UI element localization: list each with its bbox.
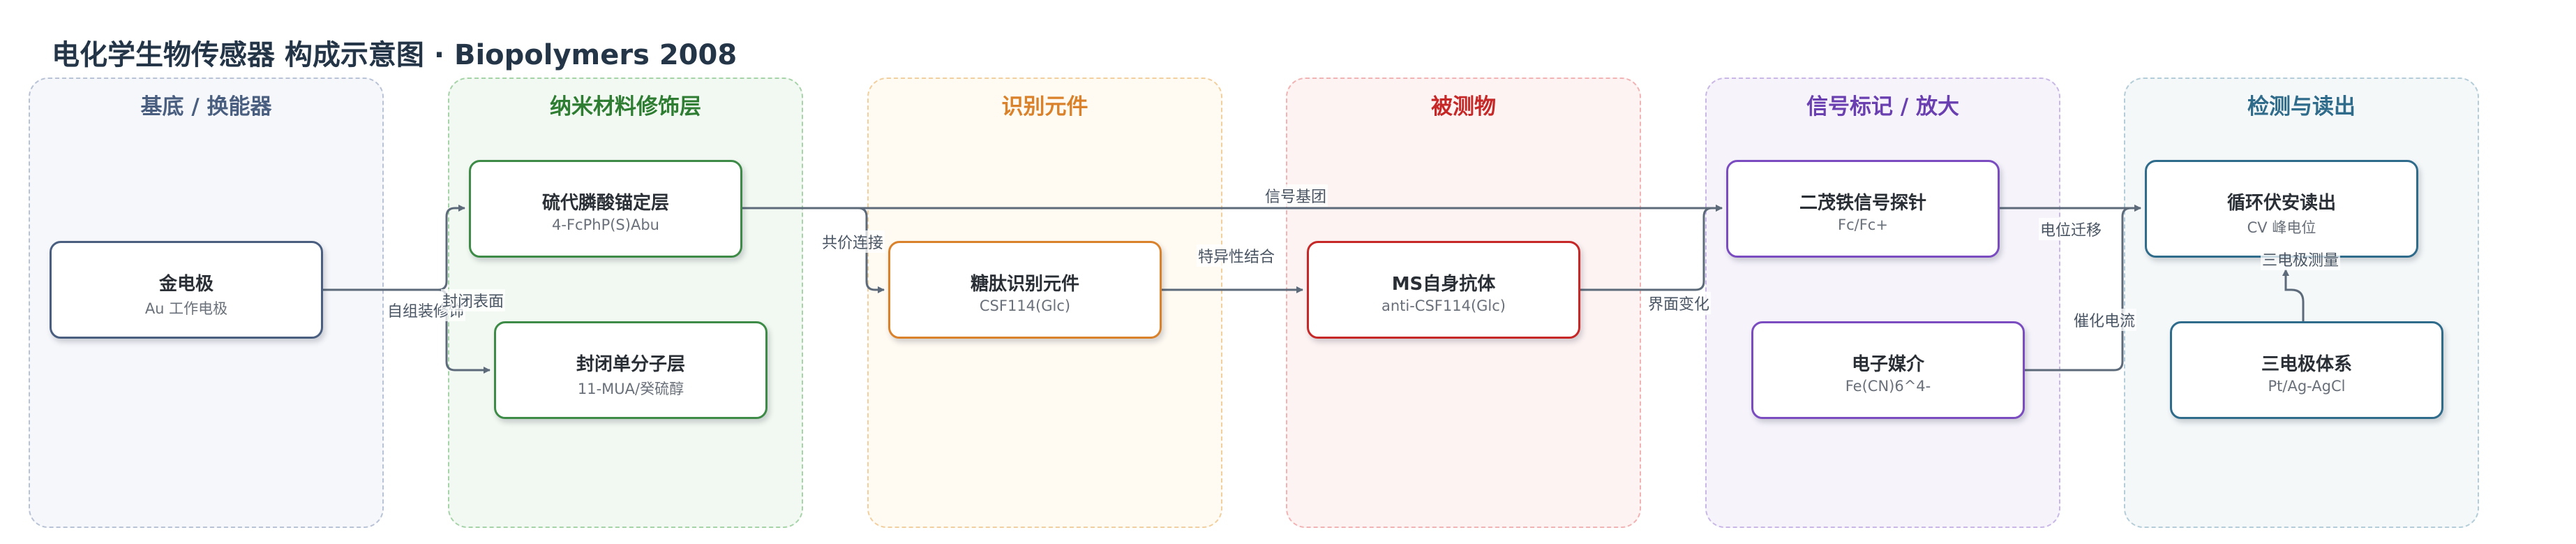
node-title: 电子媒介 xyxy=(1851,354,1924,375)
edge-label-specific-binding: 特异性结合 xyxy=(1197,244,1277,267)
node-subtitle: Pt/Ag-AgCl xyxy=(2268,378,2346,395)
node-title: 硫代膦酸锚定层 xyxy=(541,193,669,214)
edge-label-interface-change: 界面变化 xyxy=(1647,292,1712,314)
node-title: 糖肽识别元件 xyxy=(970,274,1079,295)
lane-title-readout: 检测与读出 xyxy=(2247,94,2356,119)
node-glycopeptide: 糖肽识别元件 CSF114(Glc) xyxy=(888,241,1162,339)
lane-signal-label: 信号标记 / 放大 xyxy=(1705,78,2060,528)
edge-autoantibody-to-ferrocene-probe xyxy=(1579,205,1723,291)
node-subtitle: Au 工作电极 xyxy=(144,300,228,317)
edge-mediator-to-cv-readout xyxy=(2023,205,2141,372)
node-subtitle: CSF114(Glc) xyxy=(979,297,1071,314)
lane-title-recognition-element: 识别元件 xyxy=(1001,94,1088,119)
node-electron-mediator: 电子媒介 Fe(CN)6^4- xyxy=(1751,321,2025,419)
edge-label-blocking-surface: 封闭表面 xyxy=(441,289,506,311)
lane-nano-modification: 纳米材料修饰层 xyxy=(448,78,803,528)
edge-three-electrode-to-cv-readout xyxy=(2282,269,2305,322)
node-title: 金电极 xyxy=(158,274,214,295)
lane-readout: 检测与读出 xyxy=(2124,78,2479,528)
node-title: MS自身抗体 xyxy=(1391,274,1496,295)
node-title: 封闭单分子层 xyxy=(576,354,685,375)
lane-title-nano-modification: 纳米材料修饰层 xyxy=(550,94,701,119)
node-gold-electrode: 金电极 Au 工作电极 xyxy=(50,241,323,339)
lane-title-analyte: 被测物 xyxy=(1431,94,1496,119)
edge-label-catalytic-current: 催化电流 xyxy=(2072,309,2137,331)
edge-label-signal-group: 信号基团 xyxy=(1264,184,1328,207)
node-blocking-layer: 封闭单分子层 11-MUA/癸硫醇 xyxy=(494,321,767,419)
node-subtitle: CV 峰电位 xyxy=(2247,219,2316,236)
edge-label-covalent-link: 共价连接 xyxy=(821,230,885,253)
node-cv-readout: 循环伏安读出 CV 峰电位 xyxy=(2145,160,2418,258)
lane-title-signal-label: 信号标记 / 放大 xyxy=(1806,94,1959,119)
edge-electrode-to-anchor xyxy=(323,205,465,291)
lane-title-substrate: 基底 / 换能器 xyxy=(140,94,272,119)
node-subtitle: 4-FcPhP(S)Abu xyxy=(552,216,659,233)
edge-label-three-electrode-measure: 三电极测量 xyxy=(2261,248,2341,270)
node-title: 三电极体系 xyxy=(2261,354,2352,375)
node-subtitle: Fe(CN)6^4- xyxy=(1845,378,1931,395)
node-title: 循环伏安读出 xyxy=(2226,193,2336,214)
node-anchor-layer: 硫代膦酸锚定层 4-FcPhP(S)Abu xyxy=(469,160,742,258)
node-autoantibody: MS自身抗体 anti-CSF114(Glc) xyxy=(1307,241,1580,339)
node-ferrocene-probe: 二茂铁信号探针 Fc/Fc+ xyxy=(1726,160,2000,258)
node-title: 二茂铁信号探针 xyxy=(1799,193,1926,214)
node-subtitle: 11-MUA/癸硫醇 xyxy=(577,381,684,397)
edge-label-potential-shift: 电位迁移 xyxy=(2039,218,2104,240)
node-subtitle: anti-CSF114(Glc) xyxy=(1381,297,1506,314)
node-subtitle: Fc/Fc+ xyxy=(1838,216,1888,233)
node-three-electrode-system: 三电极体系 Pt/Ag-AgCl xyxy=(2170,321,2443,419)
diagram-title: 电化学生物传感器 构成示意图 · Biopolymers 2008 xyxy=(52,39,737,71)
